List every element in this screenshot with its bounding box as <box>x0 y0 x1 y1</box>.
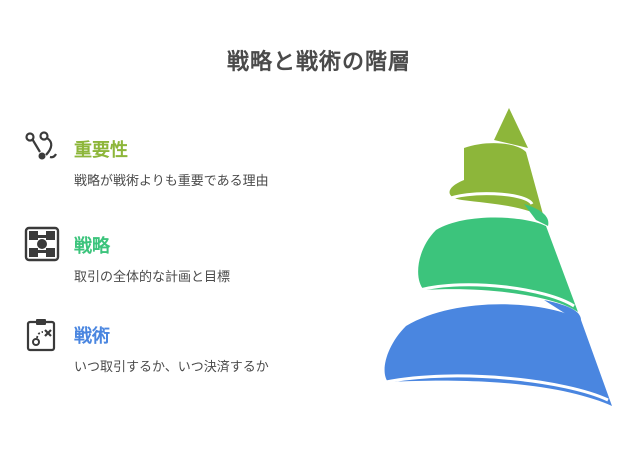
item-title: 戦術 <box>74 326 110 347</box>
list-item-strategy: 戦略 取引の全体的な計画と目標 <box>24 226 354 296</box>
pyramid-bottom-wrap <box>544 300 582 322</box>
list-item-importance: 重要性 戦略が戦術よりも重要である理由 <box>24 130 354 200</box>
item-description: 取引の全体的な計画と目標 <box>74 270 231 285</box>
pyramid-middle-wrap <box>524 204 549 226</box>
pyramid-bottom-band <box>384 304 612 406</box>
item-description: いつ取引するか、いつ決済するか <box>74 360 269 375</box>
item-title: 重要性 <box>74 140 128 161</box>
page-title: 戦略と戦術の階層 <box>226 50 411 75</box>
strategy-grid-icon <box>24 226 60 262</box>
pyramid-middle-band <box>418 217 578 312</box>
pyramid-top-band <box>449 143 544 218</box>
tactics-clipboard-icon <box>24 316 60 352</box>
spiral-pyramid-graphic <box>376 100 626 420</box>
list-item-tactics: 戦術 いつ取引するか、いつ決済するか <box>24 316 354 386</box>
pyramid-tip-segment <box>494 108 528 148</box>
item-description: 戦略が戦術よりも重要である理由 <box>74 174 269 189</box>
item-title: 戦略 <box>74 236 110 257</box>
connected-nodes-icon <box>24 130 60 166</box>
